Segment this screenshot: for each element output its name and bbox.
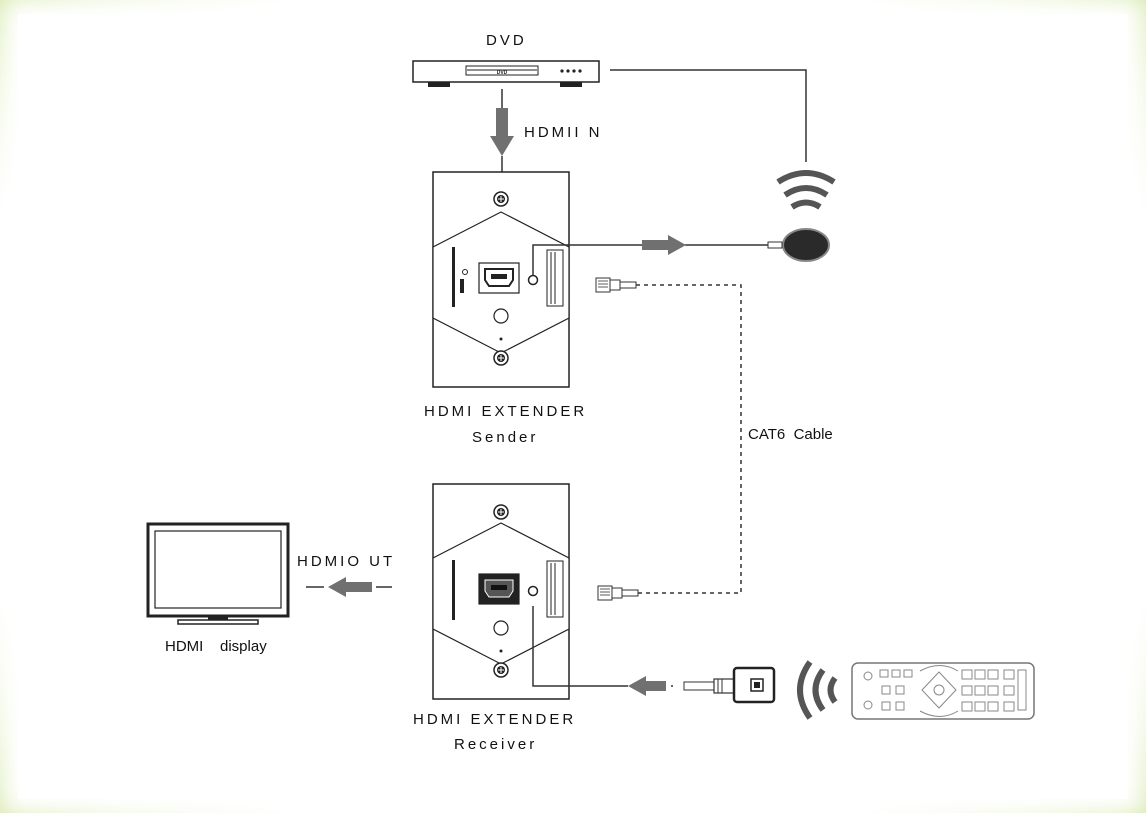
receiver-extender-panel [432, 483, 570, 700]
cat6-cable-label: CAT6 Cable [748, 426, 833, 443]
sender-title-label: HDMI EXTENDER [424, 403, 588, 420]
hdmi-in-label: HDMII N [524, 124, 603, 141]
dvd-label: DVD [486, 32, 527, 49]
tv-display-icon [146, 522, 290, 625]
sender-subtitle-label: Sender [472, 429, 539, 446]
dvd-player-icon: DVD [412, 60, 600, 87]
ir-blaster-icon [683, 666, 776, 704]
hdmi-out-connector [306, 577, 392, 597]
hdmi-display-label: HDMI display [165, 638, 267, 655]
remote-signal-icon [797, 660, 838, 720]
sender-extender-panel [432, 171, 570, 388]
cat6-cable [595, 277, 742, 601]
dvd-ir-line [610, 69, 807, 162]
receiver-title-label: HDMI EXTENDER [413, 711, 577, 728]
ir-receiver-eye-icon [685, 228, 830, 262]
hdmi-in-connector [490, 89, 514, 178]
wireless-signal-icon [776, 170, 836, 210]
ir-out-connector [532, 235, 686, 275]
remote-control-icon [851, 662, 1035, 720]
dvd-slot-label: DVD [497, 70, 508, 76]
receiver-subtitle-label: Receiver [454, 736, 538, 753]
hdmi-out-label: HDMIO UT [297, 553, 396, 570]
ir-in-connector [532, 606, 673, 696]
